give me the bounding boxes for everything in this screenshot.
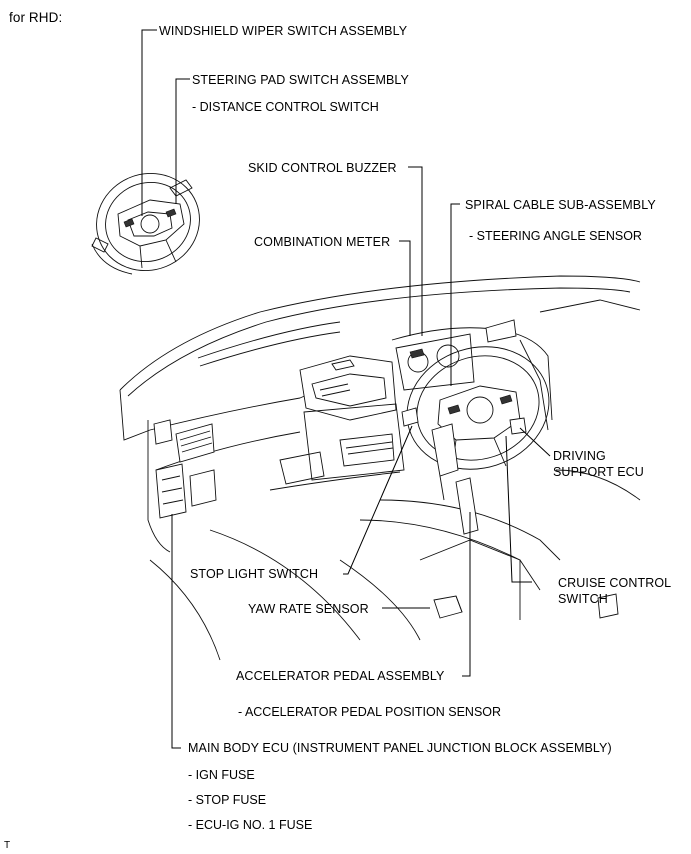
cruise-control-label-2: SWITCH: [558, 592, 608, 606]
skid-buzzer-label: SKID CONTROL BUZZER: [248, 161, 397, 175]
steering-angle-label: - STEERING ANGLE SENSOR: [469, 229, 642, 243]
dashboard: [119, 275, 641, 661]
combination-meter-label: COMBINATION METER: [254, 235, 391, 249]
accelerator-pedal-label: ACCELERATOR PEDAL ASSEMBLY: [236, 669, 445, 683]
distance-control-label: - DISTANCE CONTROL SWITCH: [192, 100, 379, 114]
stop-fuse-label: - STOP FUSE: [188, 793, 267, 807]
accelerator-position-label: - ACCELERATOR PEDAL POSITION SENSOR: [238, 705, 502, 719]
yaw-rate-label: YAW RATE SENSOR: [248, 602, 369, 616]
steering-wheel-inset: [91, 172, 200, 275]
footer-mark: T: [4, 840, 11, 851]
main-body-ecu-label: MAIN BODY ECU (INSTRUMENT PANEL JUNCTION…: [188, 741, 612, 755]
cruise-control-label-1: CRUISE CONTROL: [558, 576, 672, 590]
diagram-title: for RHD:: [9, 10, 63, 25]
ign-fuse-label: - IGN FUSE: [188, 768, 255, 782]
driving-support-label-2: SUPPORT ECU: [553, 465, 644, 479]
stop-light-label: STOP LIGHT SWITCH: [190, 567, 319, 581]
steering-pad-label: STEERING PAD SWITCH ASSEMBLY: [192, 73, 409, 87]
driving-support-label-1: DRIVING: [553, 449, 606, 463]
ecu-ig-fuse-label: - ECU-IG NO. 1 FUSE: [188, 818, 313, 832]
leader-lines: [141, 29, 551, 749]
spiral-cable-label: SPIRAL CABLE SUB-ASSEMBLY: [465, 198, 656, 212]
wiper-switch-label: WINDSHIELD WIPER SWITCH ASSEMBLY: [159, 24, 408, 38]
